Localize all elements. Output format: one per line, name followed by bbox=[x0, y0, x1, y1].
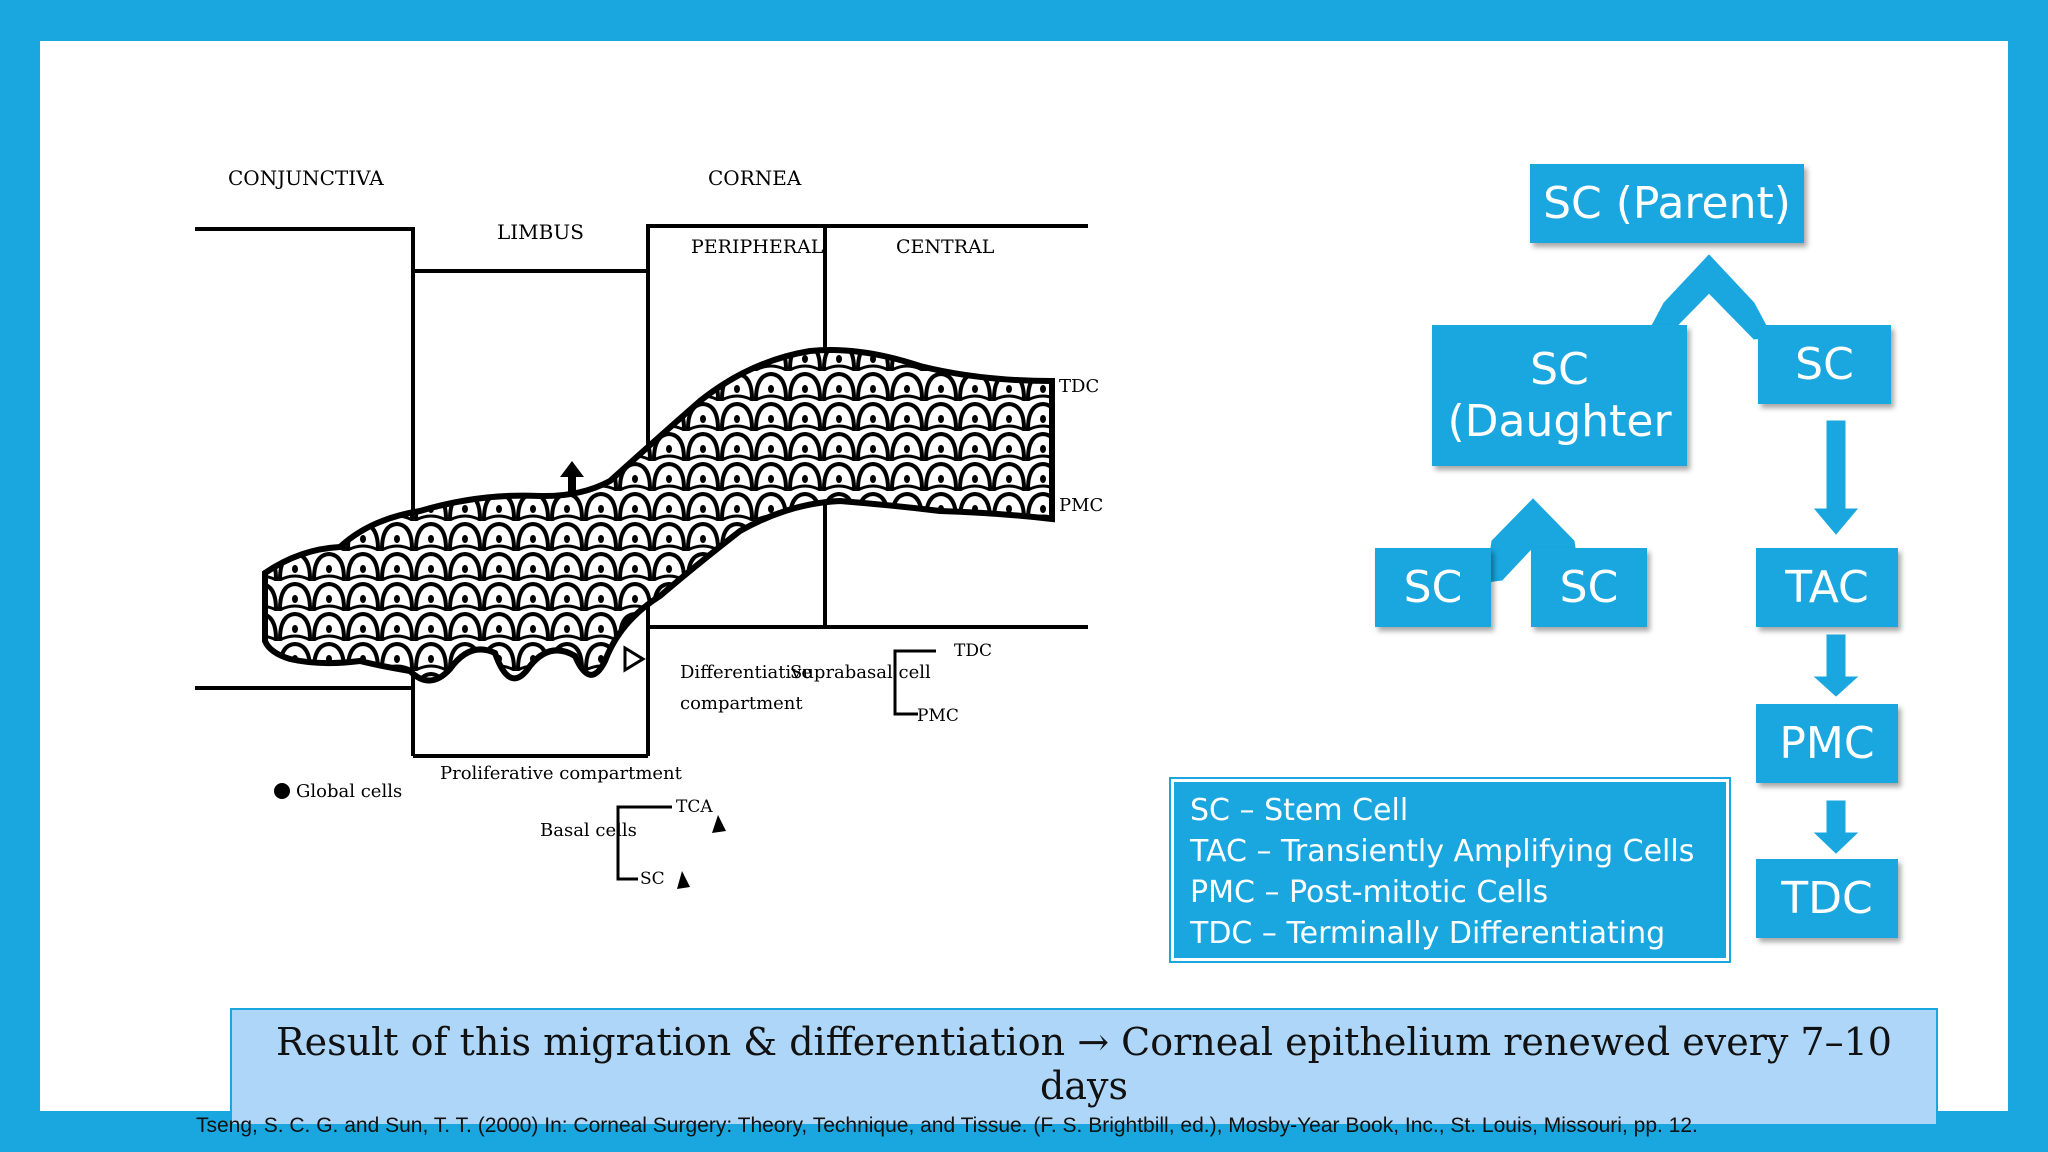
global-cells-marker bbox=[274, 783, 290, 799]
legend-item: TAC – Transiently Amplifying Cells bbox=[1190, 834, 1695, 869]
sc-parent-label: SC (Parent) bbox=[1543, 177, 1791, 229]
limbus-label: LIMBUS bbox=[497, 220, 584, 244]
slide: CONJUNCTIVA CORNEA LIMBUS PERIPHERAL CEN… bbox=[40, 41, 2008, 1126]
corneal-epithelium-diagram: CONJUNCTIVA CORNEA LIMBUS PERIPHERAL CEN… bbox=[195, 166, 1103, 889]
tca-label: TCA bbox=[676, 797, 713, 817]
sc-right-child-box: SC bbox=[1531, 548, 1647, 627]
sc-daughter-label-line2: (Daughter bbox=[1447, 395, 1672, 447]
citation: Tseng, S. C. G. and Sun, T. T. (2000) In… bbox=[196, 1114, 1698, 1137]
tdc-label: TDC bbox=[1781, 872, 1873, 924]
result-banner-text: Result of this migration & differentiati… bbox=[276, 1020, 1892, 1108]
abbreviation-legend: SC – Stem Cell TAC – Transiently Amplify… bbox=[1169, 777, 1731, 963]
sc-left-child-label: SC bbox=[1403, 561, 1463, 613]
pmc-box: PMC bbox=[1756, 704, 1898, 783]
tdc-small-label: TDC bbox=[954, 641, 992, 661]
sc-daughter-box: SC (Daughter bbox=[1432, 325, 1687, 466]
sc-right-label: SC bbox=[1795, 338, 1854, 390]
proliferative-label: Proliferative compartment bbox=[440, 763, 683, 784]
differentiative-label-line2: compartment bbox=[680, 693, 803, 714]
epithelium-band bbox=[262, 347, 1055, 684]
tdc-label: TDC bbox=[1059, 376, 1099, 397]
basal-cells-bracket bbox=[616, 805, 672, 881]
central-label: CENTRAL bbox=[896, 236, 995, 258]
global-cells-label: Global cells bbox=[296, 781, 402, 802]
peripheral-label: PERIPHERAL bbox=[691, 236, 824, 258]
sc-parent-box: SC (Parent) bbox=[1530, 164, 1804, 243]
legend-item: PMC – Post-mitotic Cells bbox=[1190, 875, 1549, 910]
legend-item: SC – Stem Cell bbox=[1190, 793, 1409, 828]
migration-arrows bbox=[560, 461, 726, 889]
sc-left-child-box: SC bbox=[1375, 548, 1491, 627]
result-banner: Result of this migration & differentiati… bbox=[230, 1008, 1938, 1126]
pmc-small-label: PMC bbox=[917, 706, 959, 726]
sc-right-child-label: SC bbox=[1559, 561, 1619, 613]
tdc-box: TDC bbox=[1756, 859, 1898, 938]
pmc-label: PMC bbox=[1059, 495, 1103, 516]
differentiative-label-line1: Differentiative bbox=[680, 662, 812, 683]
cornea-label: CORNEA bbox=[708, 166, 802, 190]
sc-daughter-label-line1: SC bbox=[1530, 343, 1589, 395]
conjunctiva-label: CONJUNCTIVA bbox=[228, 166, 384, 190]
suprabasal-bracket bbox=[893, 649, 936, 716]
tac-label: TAC bbox=[1785, 561, 1869, 613]
sc-small-label: SC bbox=[640, 869, 665, 889]
basal-cells-label: Basal cells bbox=[540, 820, 637, 841]
suprabasal-label: Suprabasal cell bbox=[790, 662, 931, 683]
sc-right-box: SC bbox=[1758, 325, 1891, 404]
legend-item: TDC – Terminally Differentiating bbox=[1190, 916, 1666, 951]
tac-box: TAC bbox=[1756, 548, 1898, 627]
pmc-label: PMC bbox=[1779, 717, 1875, 769]
